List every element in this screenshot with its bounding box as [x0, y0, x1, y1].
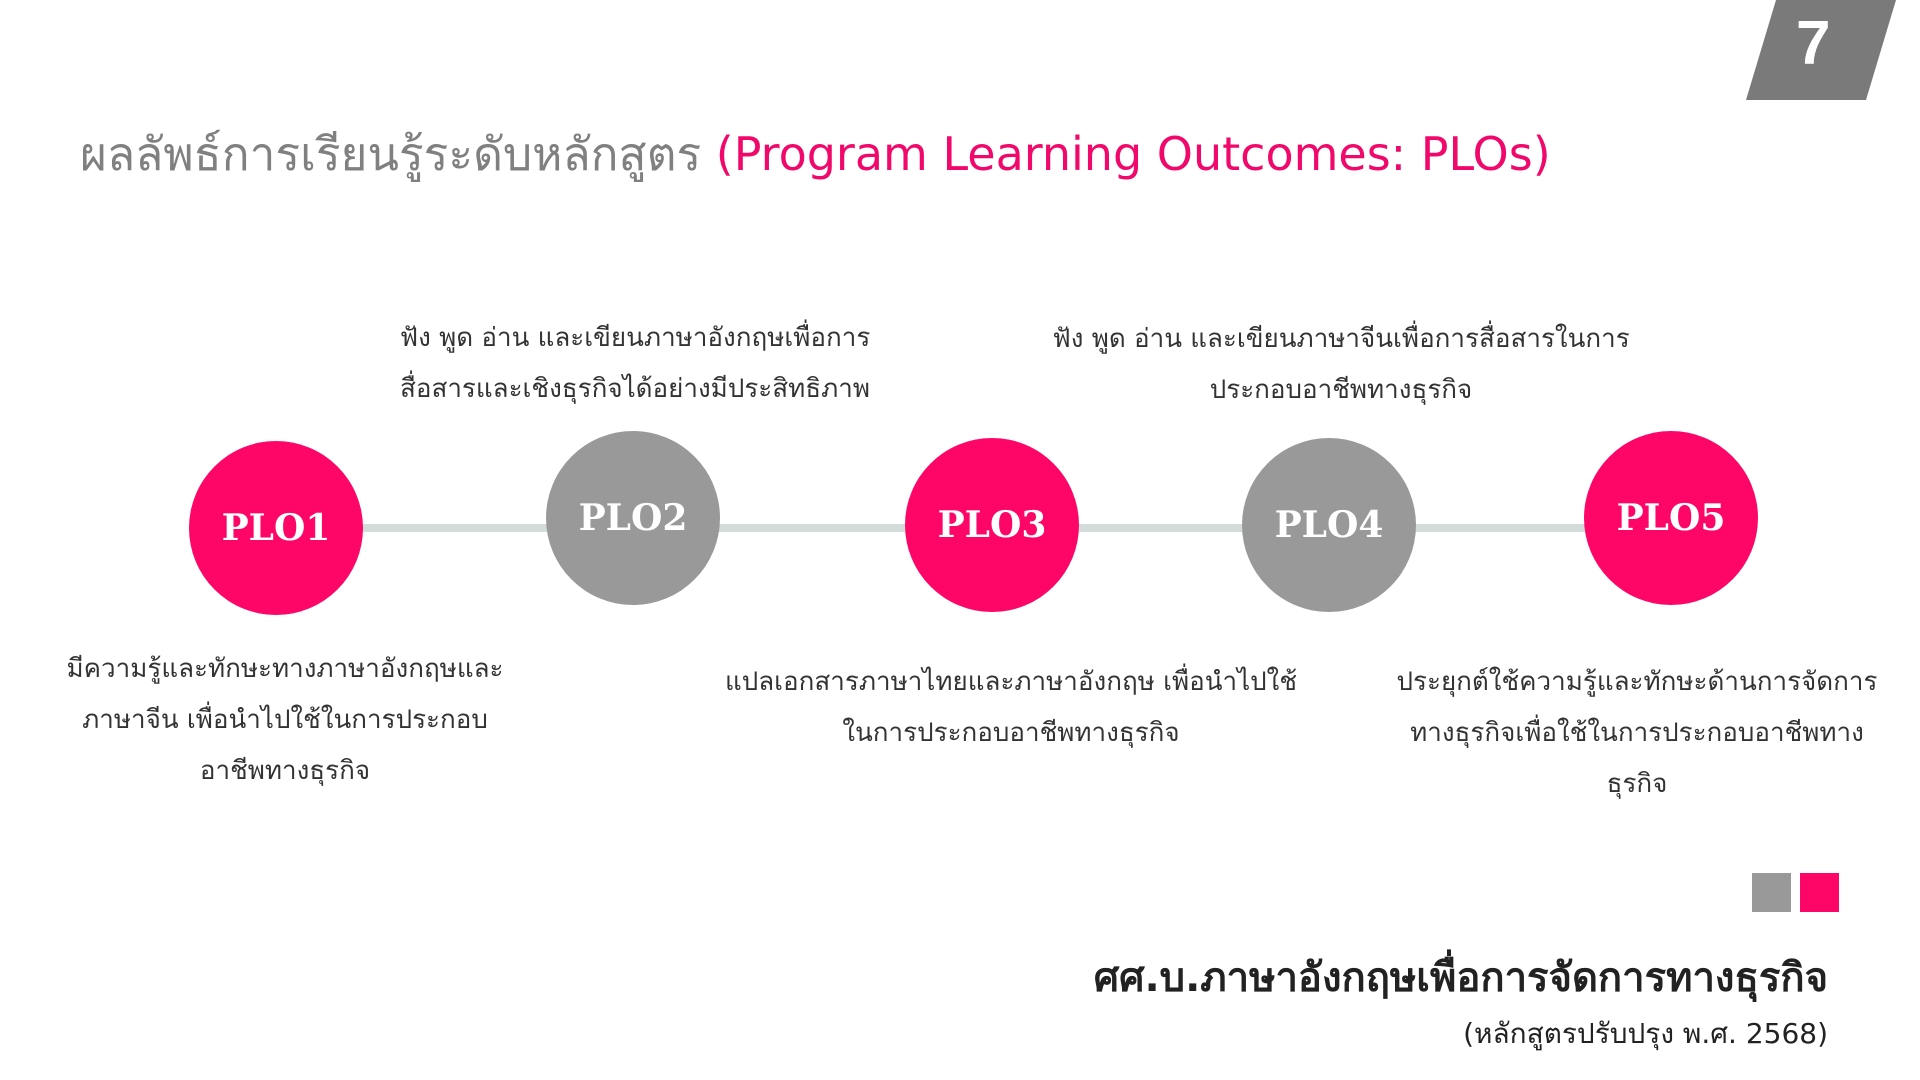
program-revision: (หลักสูตรปรับปรุง พ.ศ. 2568) [1463, 1017, 1828, 1050]
plo5-label: PLO5 [1616, 497, 1726, 539]
plo4-line: ฟัง พูด อ่าน และเขียนภาษาจีนเพื่อการสื่อ… [1052, 324, 1630, 354]
title-english: (Program Learning Outcomes: PLOs) [715, 127, 1551, 181]
plo1-line: มีความรู้และทักษะทางภาษาอังกฤษและ [66, 654, 504, 684]
plo3-line: ในการประกอบอาชีพทางธุรกิจ [842, 718, 1180, 748]
plo2-line: สื่อสารและเชิงธุรกิจได้อย่างมีประสิทธิภา… [399, 374, 871, 404]
plo1-line: อาชีพทางธุรกิจ [199, 756, 371, 786]
plo3-description: แปลเอกสารภาษาไทยและภาษาอังกฤษ เพื่อนำไปใ… [725, 657, 1297, 759]
plo4-description: ฟัง พูด อ่าน และเขียนภาษาจีนเพื่อการสื่อ… [1052, 314, 1629, 416]
plo4-line: ประกอบอาชีพทางธุรกิจ [1209, 375, 1473, 405]
plo5-line: ทางธุรกิจเพื่อใช้ในการประกอบอาชีพทาง [1410, 718, 1864, 748]
plo4-label: PLO4 [1274, 504, 1384, 546]
decor-square-pink [1800, 873, 1839, 912]
decor-square-gray [1752, 873, 1791, 912]
plo1-description: มีความรู้และทักษะทางภาษาอังกฤษและ ภาษาจี… [67, 644, 504, 797]
plo2-label: PLO2 [578, 497, 688, 539]
title-thai: ผลลัพธ์การเรียนรู้ระดับหลักสูตร [80, 127, 702, 181]
page-number-badge: 7 [1746, 0, 1896, 100]
plo2-circle: PLO2 [546, 431, 720, 605]
plo5-circle: PLO5 [1584, 431, 1758, 605]
plo1-label: PLO1 [221, 507, 331, 549]
program-name: ศศ.บ.ภาษาอังกฤษเพื่อการจัดการทางธุรกิจ [1093, 955, 1828, 1001]
plo2-line: ฟัง พูด อ่าน และเขียนภาษาอังกฤษเพื่อการ [399, 323, 871, 353]
plo1-circle: PLO1 [189, 441, 363, 615]
plo4-circle: PLO4 [1242, 438, 1416, 612]
plo3-label: PLO3 [937, 504, 1047, 546]
plo5-line: ประยุกต์ใช้ความรู้และทักษะด้านการจัดการ [1396, 667, 1878, 697]
plo1-line: ภาษาจีน เพื่อนำไปใช้ในการประกอบ [82, 705, 488, 735]
plo5-line: ธุรกิจ [1606, 769, 1668, 799]
page-title: ผลลัพธ์การเรียนรู้ระดับหลักสูตร (Program… [80, 118, 1551, 191]
page-number: 7 [1796, 9, 1831, 78]
plo2-description: ฟัง พูด อ่าน และเขียนภาษาอังกฤษเพื่อการ … [400, 313, 871, 415]
plo5-description: ประยุกต์ใช้ความรู้และทักษะด้านการจัดการ … [1397, 657, 1878, 810]
plo3-circle: PLO3 [905, 438, 1079, 612]
plo3-line: แปลเอกสารภาษาไทยและภาษาอังกฤษ เพื่อนำไปใ… [724, 667, 1298, 697]
